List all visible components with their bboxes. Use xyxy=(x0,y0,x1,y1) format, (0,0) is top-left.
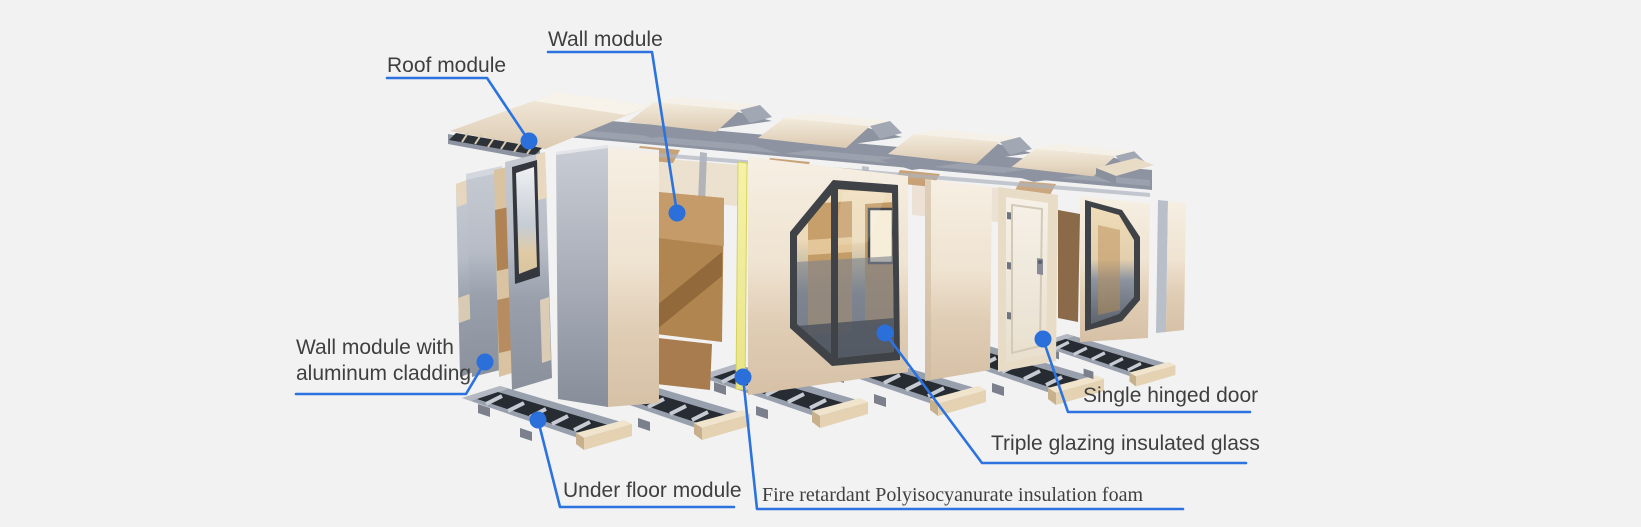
insulation-dot xyxy=(734,368,752,386)
wall-module-dot xyxy=(668,204,686,222)
roof-vent-slots xyxy=(449,133,542,155)
aluminum-cladding-leader-line xyxy=(294,360,487,396)
roof-module-leader-line xyxy=(385,76,531,143)
door-dot xyxy=(1034,330,1052,348)
triple-glazing-insulated-glass-label: Triple glazing insulated glass xyxy=(991,432,1260,455)
roof-module-label: Roof module xyxy=(387,54,507,77)
aluminum-cladding-dot xyxy=(476,353,494,371)
interior-wood-strip xyxy=(1058,210,1080,322)
window-interior-view xyxy=(797,189,894,358)
annotation-dots xyxy=(476,132,1052,429)
beige-wall-panel xyxy=(925,179,992,381)
door-leaf xyxy=(1006,197,1048,363)
single-hinged-door-label: Single hinged door xyxy=(1083,384,1259,407)
center-wall-module xyxy=(748,157,908,395)
insulation-foam-strip xyxy=(735,161,748,391)
roof-module-dot xyxy=(520,132,538,150)
corner-wall-module xyxy=(556,145,659,407)
door-hinges xyxy=(1007,212,1011,320)
annotation-lines xyxy=(294,50,1252,511)
roof-tip xyxy=(1096,158,1154,176)
roof-module-row xyxy=(620,97,1154,184)
insulation-leader-line xyxy=(741,375,1185,511)
wall-module-aluminum-cladding-label: Wall module with aluminum cladding xyxy=(296,336,472,385)
right-window-module xyxy=(1080,196,1150,342)
under-floor-module-label: Under floor module xyxy=(563,479,742,502)
glass-dot xyxy=(876,324,894,342)
door-leader-line xyxy=(1041,337,1252,414)
wall-module-leader-line xyxy=(546,50,679,215)
roof-module-part xyxy=(448,92,650,161)
wall-module-aluminum-cladding-part xyxy=(456,152,552,390)
under-floor-dot xyxy=(529,411,547,429)
fire-retardant-insulation-label: Fire retardant Polyisocyanurate insulati… xyxy=(762,484,1144,506)
small-window-glass xyxy=(516,167,537,274)
right-edge-panels xyxy=(1156,200,1186,333)
single-hinged-door-part xyxy=(998,187,1058,372)
wall-module-label: Wall module xyxy=(548,28,663,51)
wall-module-part xyxy=(656,192,724,390)
glass-leader-line xyxy=(883,331,1248,465)
under-floor-leader-line xyxy=(536,418,736,509)
